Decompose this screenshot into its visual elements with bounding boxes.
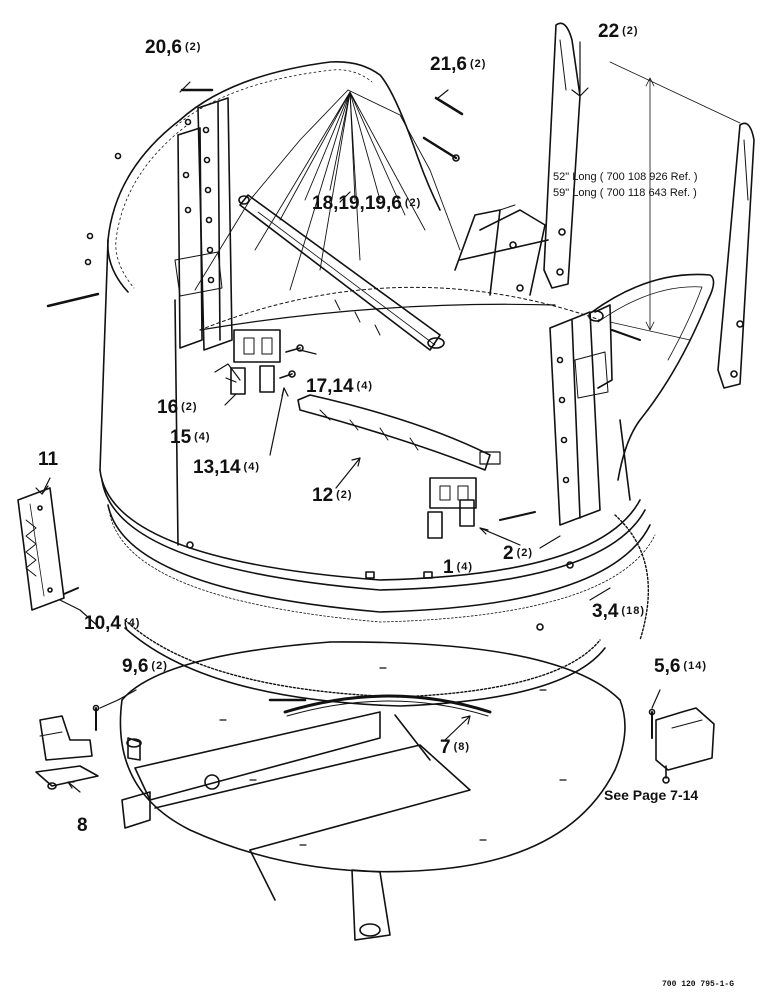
callout-item-8: 8 — [77, 815, 88, 836]
length-note-59: 59" Long ( 700 118 643 Ref. ) — [553, 187, 697, 199]
callout-item-2: 2(2) — [503, 543, 534, 564]
item-22-straps — [543, 22, 755, 389]
callout-item-15: 15(4) — [170, 427, 211, 448]
callout-item-21: 21,6(2) — [430, 54, 487, 75]
left-upright — [174, 97, 233, 351]
callout-item-3: 3,4(18) — [592, 601, 645, 622]
callout-item-20: 20,6(2) — [145, 37, 202, 58]
length-note-52: 52" Long ( 700 108 926 Ref. ) — [553, 171, 698, 183]
document-number: 700 120 795-1-G — [662, 980, 735, 989]
callout-item-13: 13,14(4) — [193, 457, 260, 478]
callout-item-17: 17,14(4) — [306, 376, 373, 397]
callout-item-18: 18,19,19,6(2) — [312, 193, 422, 214]
callout-item-10: 10,4(4) — [84, 613, 141, 634]
callout-item-7: 7(8) — [440, 737, 471, 758]
callout-item-12: 12(2) — [312, 485, 353, 506]
callout-item-1: 1(4) — [443, 557, 474, 578]
right-clamp-assembly — [648, 707, 715, 784]
screen-cone — [194, 89, 461, 291]
left-clamp-assembly — [35, 704, 151, 829]
callout-item-22: 22(2) — [598, 21, 639, 42]
wear-plates — [230, 329, 477, 539]
upper-hoop — [107, 60, 441, 293]
right-upright — [549, 304, 613, 526]
pins-and-bolts — [46, 88, 641, 521]
top-bracket — [454, 204, 549, 296]
callout-item-11: 11 — [38, 449, 59, 470]
deflector-bar-upper — [238, 194, 445, 351]
leader-lines — [35, 41, 661, 793]
item-11-panel — [17, 487, 79, 611]
see-page-reference: See Page 7-14 — [604, 787, 699, 803]
deflector-bar-lower — [297, 394, 501, 471]
callout-item-9: 9,6(2) — [122, 656, 168, 677]
base-platform — [119, 641, 626, 941]
callout-item-16: 16(2) — [157, 397, 198, 418]
callout-item-5: 5,6(14) — [654, 656, 707, 677]
